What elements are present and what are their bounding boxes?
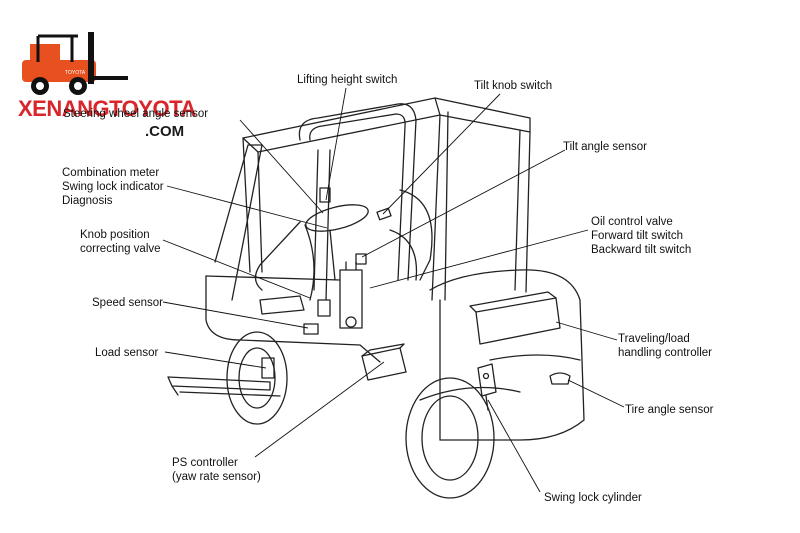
label-line: correcting valve [80,243,161,255]
front-wheel [226,331,288,425]
label-swing-lock-cylinder: Swing lock cylinder [544,492,642,504]
svg-text:TOYOTA: TOYOTA [65,70,86,76]
label-load-sensor: Load sensor [95,347,159,359]
steering-wheel [305,204,369,232]
fork-lower [179,391,281,397]
label-line: (yaw rate sensor) [172,471,261,483]
label-combination-meter: Combination meter Swing lock indicator D… [62,166,164,208]
label-tilt-knob-switch: Tilt knob switch [474,80,553,92]
label-steering-wheel-angle-sensor: Steering wheel angle sensor [63,108,209,120]
seat [399,189,433,281]
label-tilt-angle-sensor: Tilt angle sensor [563,141,647,153]
mast [214,144,263,301]
counterweight [429,269,585,441]
label-line: Forward tilt switch [591,230,684,242]
label-lifting-height-switch: Lifting height switch [297,74,398,86]
label-line: Knob position [80,229,150,241]
label-line: Traveling/load [618,333,690,345]
logo-domain-text: .COM [145,123,185,140]
ps-controller-box [361,347,407,381]
label-line: handling controller [618,347,712,359]
label-line: Oil control valve [591,216,673,228]
label-line: Diagnosis [62,195,113,207]
label-traveling-handling-controller: Traveling/load handling controller [618,332,712,360]
label-speed-sensor: Speed sensor [92,297,163,309]
label-line: Swing lock indicator [62,181,164,193]
label-line: PS controller [172,457,238,469]
fork-upper [167,376,271,391]
rear-wheel [405,377,495,499]
label-knob-position-correcting-valve: Knob position correcting valve [80,228,161,256]
load-sensor-box [261,357,275,379]
oil-valve-block [339,269,363,329]
swing-lock-cylinder [477,363,497,397]
label-line: Backward tilt switch [591,244,692,256]
label-line: Combination meter [62,167,160,179]
label-tire-angle-sensor: Tire angle sensor [625,404,714,416]
logo-icon: TOYOTA [22,32,128,95]
tire-angle-sensor [549,372,571,385]
logo-brand-text: XENANGTOYOTA [18,96,196,121]
traveling-controller-box [475,297,561,345]
label-ps-controller: PS controller (yaw rate sensor) [172,456,261,484]
label-oil-control-valve: Oil control valve Forward tilt switch Ba… [591,215,691,257]
